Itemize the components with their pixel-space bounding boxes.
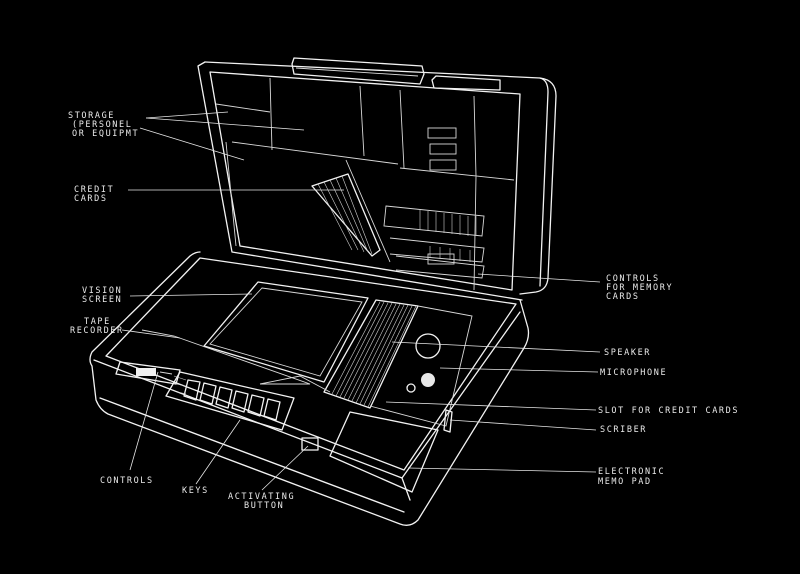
lid [197, 57, 557, 301]
base [89, 251, 530, 526]
label-slot-credit-cards: SLOT FOR CREDIT CARDS [598, 406, 739, 416]
activating-button [301, 437, 319, 451]
label-credit-cards-1: CREDIT [74, 185, 114, 195]
label-scriber: SCRIBER [600, 425, 647, 435]
memo-pad [329, 411, 439, 493]
label-keys: KEYS [182, 486, 209, 496]
scriber [443, 409, 453, 433]
latch [431, 75, 501, 91]
label-tape-recorder-1: TAPE [84, 317, 111, 327]
label-credit-cards-2: CARDS [74, 194, 108, 204]
label-storage-1: STORAGE [68, 111, 115, 121]
speaker [323, 299, 419, 409]
tape-recorder [141, 329, 311, 385]
label-microphone: MICROPHONE [600, 368, 667, 378]
label-memory-controls-3: CARDS [606, 292, 640, 302]
handle [291, 57, 425, 85]
label-speaker: SPEAKER [604, 348, 651, 358]
label-vision-screen-2: SCREEN [82, 295, 122, 305]
label-controls: CONTROLS [100, 476, 154, 486]
label-vision-screen-1: VISION [82, 286, 122, 296]
label-memory-controls-2: FOR MEMORY [606, 283, 673, 293]
labels: STORAGE (PERSONEL OR EQUIPMT CREDIT CARD… [68, 111, 739, 511]
label-memory-controls-1: CONTROLS [606, 274, 660, 284]
label-tape-recorder-2: RECORDER [70, 326, 124, 336]
label-memo-pad-2: MEMO PAD [598, 477, 652, 487]
vision-screen [203, 281, 369, 383]
label-storage-3: OR EQUIPMT [72, 129, 139, 139]
label-activating-2: BUTTON [244, 501, 284, 511]
microphone [369, 305, 473, 427]
leader-lines [121, 111, 601, 491]
memory-card-controls [383, 127, 485, 279]
label-memo-pad-1: ELECTRONIC [598, 467, 665, 477]
credit-card-stack [311, 173, 381, 257]
label-activating-1: ACTIVATING [228, 492, 295, 502]
keypad [165, 371, 295, 431]
label-storage-2: (PERSONEL [72, 120, 132, 130]
